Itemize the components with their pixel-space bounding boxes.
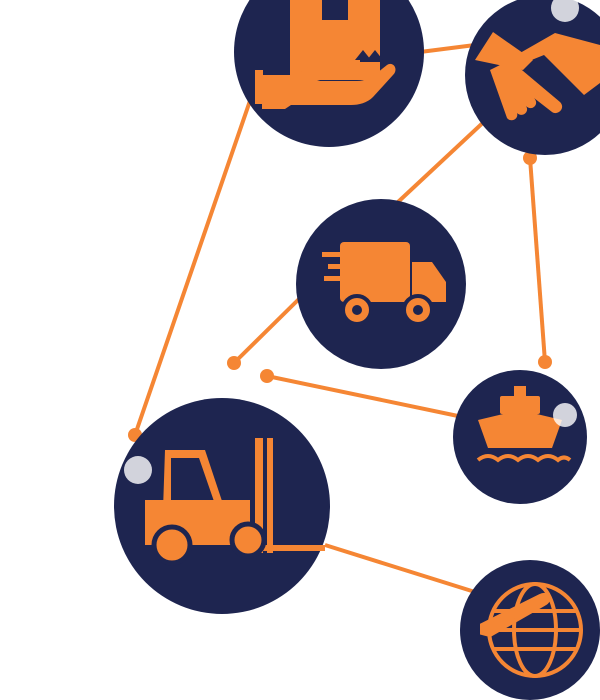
connector-line <box>232 296 302 365</box>
connector-lines <box>133 43 547 594</box>
delivery-truck-icon <box>322 242 446 326</box>
connector-line <box>419 43 476 54</box>
connector-line <box>266 374 459 418</box>
light-flares <box>124 0 579 484</box>
connector-line <box>324 543 476 594</box>
node-package <box>234 0 424 147</box>
node-airplane <box>460 560 600 700</box>
airplane-globe-icon <box>480 582 583 678</box>
connector-dot <box>523 151 537 165</box>
handshake-icon <box>475 32 600 121</box>
node-ship <box>453 370 587 504</box>
connector-line <box>396 116 490 204</box>
package-hand-icon <box>255 0 396 109</box>
connector-line <box>133 94 254 436</box>
connector-dot <box>227 356 241 370</box>
forklift-icon <box>145 438 325 566</box>
node-forklift <box>114 398 330 614</box>
connector-line <box>528 157 547 363</box>
connector-dot <box>538 355 552 369</box>
cargo-ship-icon <box>476 386 572 463</box>
connector-dot <box>260 369 274 383</box>
node-handshake <box>465 0 600 155</box>
node-truck <box>296 199 466 369</box>
